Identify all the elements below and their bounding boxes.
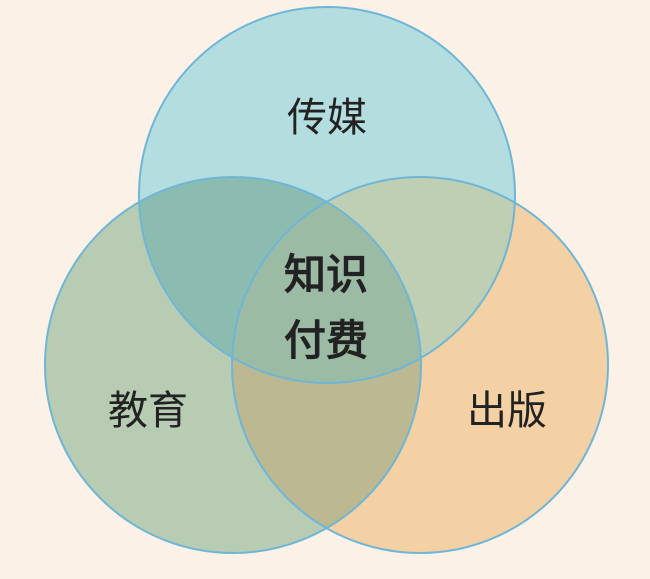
circle-education-outline — [44, 176, 422, 554]
circle-publishing-outline — [231, 176, 609, 554]
label-publishing: 出版 — [467, 388, 547, 434]
label-media: 传媒 — [287, 95, 367, 141]
label-education: 教育 — [108, 388, 188, 434]
label-center-line2: 付费 — [284, 316, 368, 365]
circle-media-outline — [138, 6, 516, 384]
label-center-line1: 知识 — [284, 250, 368, 299]
